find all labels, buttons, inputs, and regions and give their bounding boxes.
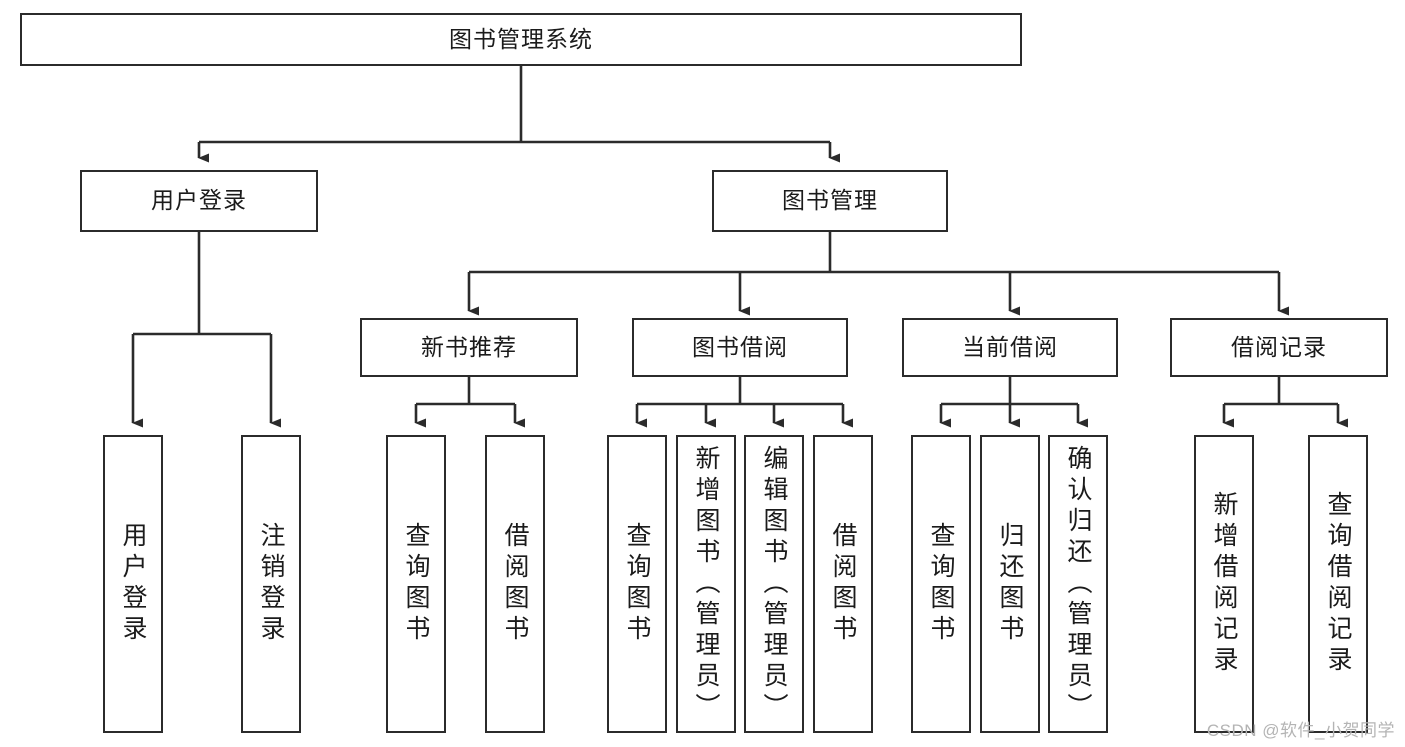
leaf-borrow-edit-book-admin[interactable]: 编辑图书（管理员） xyxy=(744,435,804,733)
node-book-management-label: 图书管理 xyxy=(782,187,878,214)
leaf-label: 借阅图书 xyxy=(501,522,529,646)
leaf-label: 借阅图书 xyxy=(829,522,857,646)
node-new-book-recommend[interactable]: 新书推荐 xyxy=(360,318,578,377)
node-current-borrow-label: 当前借阅 xyxy=(962,333,1058,360)
leaf-label: 编辑图书（管理员） xyxy=(760,444,788,724)
node-borrow-record-label: 借阅记录 xyxy=(1231,333,1327,360)
node-root-label: 图书管理系统 xyxy=(449,25,593,52)
leaf-label: 查询图书 xyxy=(402,522,430,646)
node-borrow-record[interactable]: 借阅记录 xyxy=(1170,318,1388,377)
leaf-user-login-signout[interactable]: 注销登录 xyxy=(241,435,301,733)
leaf-label: 新增借阅记录 xyxy=(1210,491,1238,677)
leaf-label: 新增图书（管理员） xyxy=(692,444,720,724)
node-current-borrow[interactable]: 当前借阅 xyxy=(902,318,1118,377)
leaf-record-add-record[interactable]: 新增借阅记录 xyxy=(1194,435,1254,733)
leaf-label: 注销登录 xyxy=(257,522,285,646)
node-user-login-label: 用户登录 xyxy=(151,187,247,214)
leaf-label: 归还图书 xyxy=(996,522,1024,646)
leaf-new-book-borrow[interactable]: 借阅图书 xyxy=(485,435,545,733)
leaf-user-login-signin[interactable]: 用户登录 xyxy=(103,435,163,733)
leaf-label: 确认归还（管理员） xyxy=(1064,444,1092,724)
node-user-login[interactable]: 用户登录 xyxy=(80,170,318,232)
leaf-current-query-book[interactable]: 查询图书 xyxy=(911,435,971,733)
leaf-new-book-query[interactable]: 查询图书 xyxy=(386,435,446,733)
node-new-book-recommend-label: 新书推荐 xyxy=(421,333,517,360)
leaf-current-confirm-return-admin[interactable]: 确认归还（管理员） xyxy=(1048,435,1108,733)
node-root-system[interactable]: 图书管理系统 xyxy=(20,13,1022,66)
leaf-current-return-book[interactable]: 归还图书 xyxy=(980,435,1040,733)
csdn-watermark: CSDN @软件_小贺同学 xyxy=(1206,721,1395,740)
leaf-record-query-record[interactable]: 查询借阅记录 xyxy=(1308,435,1368,733)
leaf-borrow-add-book-admin[interactable]: 新增图书（管理员） xyxy=(676,435,736,733)
leaf-borrow-borrow-book[interactable]: 借阅图书 xyxy=(813,435,873,733)
leaf-label: 查询图书 xyxy=(927,522,955,646)
leaf-borrow-query-book[interactable]: 查询图书 xyxy=(607,435,667,733)
leaf-label: 用户登录 xyxy=(119,522,147,646)
node-book-borrow[interactable]: 图书借阅 xyxy=(632,318,848,377)
leaf-label: 查询图书 xyxy=(623,522,651,646)
leaf-label: 查询借阅记录 xyxy=(1324,491,1352,677)
node-book-borrow-label: 图书借阅 xyxy=(692,333,788,360)
node-book-management[interactable]: 图书管理 xyxy=(712,170,948,232)
